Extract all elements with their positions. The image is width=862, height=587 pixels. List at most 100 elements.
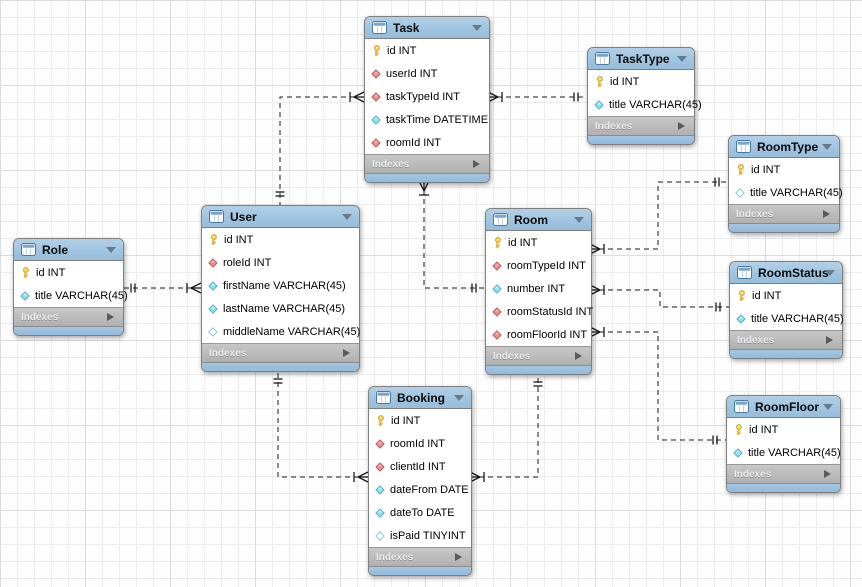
foreign-key-icon xyxy=(492,306,502,317)
indexes-bar[interactable]: Indexes xyxy=(730,330,842,349)
column-label: roomId INT xyxy=(390,437,446,450)
collapse-arrow-icon[interactable] xyxy=(825,270,835,276)
column-row[interactable]: roomId INT xyxy=(369,432,471,455)
table-icon xyxy=(736,140,751,153)
collapse-arrow-icon[interactable] xyxy=(822,144,832,150)
nullable-attribute-icon xyxy=(735,187,745,198)
column-row[interactable]: number INT xyxy=(486,277,591,300)
column-row[interactable]: lastName VARCHAR(45) xyxy=(202,297,359,320)
column-label: roleId INT xyxy=(223,256,272,269)
table-icon xyxy=(376,391,391,404)
column-label: dateFrom DATE xyxy=(390,483,469,496)
column-row[interactable]: clientId INT xyxy=(369,455,471,478)
column-row[interactable]: id INT xyxy=(729,158,839,181)
indexes-bar[interactable]: Indexes xyxy=(588,116,694,135)
table-header-user[interactable]: User xyxy=(202,206,359,228)
column-row[interactable]: roomTypeId INT xyxy=(486,254,591,277)
column-label: id INT xyxy=(610,75,640,88)
indexes-expand-icon[interactable] xyxy=(823,210,830,218)
collapse-arrow-icon[interactable] xyxy=(472,25,482,31)
column-label: title VARCHAR(45) xyxy=(750,186,843,199)
column-row[interactable]: id INT xyxy=(727,418,840,441)
attribute-icon xyxy=(375,507,385,518)
indexes-bar[interactable]: Indexes xyxy=(369,547,471,566)
collapse-arrow-icon[interactable] xyxy=(106,247,116,253)
table-tasktype[interactable]: TaskType id INT title VARCHAR(45)Indexes xyxy=(587,47,702,145)
table-header-tasktype[interactable]: TaskType xyxy=(588,48,694,70)
column-row[interactable]: roomFloorId INT xyxy=(486,323,591,346)
primary-key-icon xyxy=(492,237,503,248)
table-header-roomstatus[interactable]: RoomStatus xyxy=(730,262,842,284)
indexes-bar[interactable]: Indexes xyxy=(729,204,839,223)
indexes-expand-icon[interactable] xyxy=(826,336,833,344)
table-icon xyxy=(209,210,224,223)
relationship-booking-room[interactable] xyxy=(469,373,543,483)
column-row[interactable]: firstName VARCHAR(45) xyxy=(202,274,359,297)
table-header-role[interactable]: Role xyxy=(14,239,123,261)
relationship-user-role[interactable] xyxy=(122,282,202,294)
indexes-bar[interactable]: Indexes xyxy=(202,343,359,362)
column-row[interactable]: roomStatusId INT xyxy=(486,300,593,323)
indexes-expand-icon[interactable] xyxy=(678,122,685,130)
relationship-task-tasktype[interactable] xyxy=(487,91,587,103)
indexes-bar[interactable]: Indexes xyxy=(727,464,840,483)
table-footer xyxy=(729,223,839,232)
column-row[interactable]: taskTime DATETIME xyxy=(365,108,489,131)
column-row[interactable]: title VARCHAR(45) xyxy=(730,307,844,330)
column-row[interactable]: dateFrom DATE xyxy=(369,478,471,501)
indexes-expand-icon[interactable] xyxy=(473,160,480,168)
relationship-room-roomtype[interactable] xyxy=(589,177,728,255)
column-row[interactable]: dateTo DATE xyxy=(369,501,471,524)
column-row[interactable]: roomId INT xyxy=(365,131,489,154)
indexes-bar[interactable]: Indexes xyxy=(14,307,123,326)
relationship-task-user[interactable] xyxy=(275,91,365,205)
table-header-roomfloor[interactable]: RoomFloor xyxy=(727,396,840,418)
indexes-bar[interactable]: Indexes xyxy=(486,346,591,365)
column-row[interactable]: id INT xyxy=(14,261,123,284)
table-header-booking[interactable]: Booking xyxy=(369,387,471,409)
collapse-arrow-icon[interactable] xyxy=(574,217,584,223)
column-row[interactable]: middleName VARCHAR(45) xyxy=(202,320,360,343)
relationship-room-roomfloor[interactable] xyxy=(589,326,726,445)
column-row[interactable]: isPaid TINYINT xyxy=(369,524,471,547)
collapse-arrow-icon[interactable] xyxy=(342,214,352,220)
indexes-expand-icon[interactable] xyxy=(824,470,831,478)
collapse-arrow-icon[interactable] xyxy=(454,395,464,401)
column-row[interactable]: id INT xyxy=(486,231,591,254)
indexes-expand-icon[interactable] xyxy=(343,349,350,357)
column-row[interactable]: title VARCHAR(45) xyxy=(727,441,841,464)
column-row[interactable]: taskTypeId INT xyxy=(365,85,489,108)
indexes-expand-icon[interactable] xyxy=(575,352,582,360)
table-header-room[interactable]: Room xyxy=(486,209,591,231)
column-row[interactable]: title VARCHAR(45) xyxy=(588,93,702,116)
column-row[interactable]: id INT xyxy=(365,39,489,62)
table-header-roomtype[interactable]: RoomType xyxy=(729,136,839,158)
indexes-expand-icon[interactable] xyxy=(455,553,462,561)
column-row[interactable]: id INT xyxy=(369,409,471,432)
column-row[interactable]: userId INT xyxy=(365,62,489,85)
collapse-arrow-icon[interactable] xyxy=(677,56,687,62)
column-row[interactable]: id INT xyxy=(730,284,842,307)
column-row[interactable]: id INT xyxy=(588,70,694,93)
column-row[interactable]: title VARCHAR(45) xyxy=(729,181,843,204)
table-header-task[interactable]: Task xyxy=(365,17,489,39)
relationship-booking-user[interactable] xyxy=(273,370,369,483)
table-title: Role xyxy=(42,242,69,257)
relationship-task-room[interactable] xyxy=(418,180,485,293)
column-row[interactable]: id INT xyxy=(202,228,359,251)
relationship-room-roomstatus[interactable] xyxy=(589,284,729,312)
collapse-arrow-icon[interactable] xyxy=(823,404,833,410)
column-row[interactable]: roleId INT xyxy=(202,251,359,274)
indexes-expand-icon[interactable] xyxy=(107,313,114,321)
indexes-bar[interactable]: Indexes xyxy=(365,154,489,173)
column-row[interactable]: title VARCHAR(45) xyxy=(14,284,128,307)
